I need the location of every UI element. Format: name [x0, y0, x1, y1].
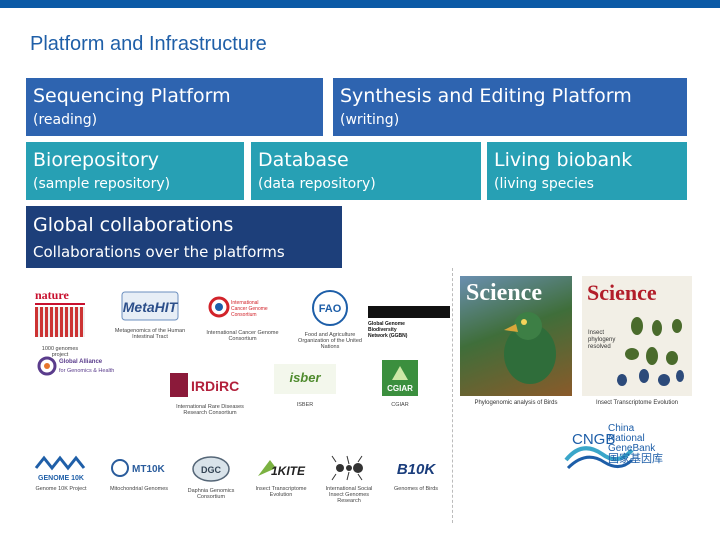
box-subtitle: (living species	[494, 176, 594, 192]
svg-text:for Genomics & Health: for Genomics & Health	[59, 368, 114, 374]
bird-icon	[504, 312, 556, 384]
svg-text:B10K: B10K	[397, 461, 437, 478]
metahit-logo: MetaHIT Metagenomics of the Human Intest…	[110, 290, 190, 350]
science-cover-birds-caption: Phylogenomic analysis of Birds	[474, 400, 558, 406]
isber-logo: isber ISBER	[270, 362, 340, 417]
box-title: Biorepository	[33, 149, 160, 171]
cngb-logo: CNGB China National GeneBank 国家基因库	[562, 420, 712, 480]
collaboration-logos: nature 1000 genomes project MetaHIT Meta…	[20, 270, 450, 530]
box-title: Global collaborations	[33, 214, 234, 236]
box-title: Living biobank	[494, 149, 633, 171]
box-subtitle: (data repository)	[258, 176, 376, 192]
biorepository-box[interactable]: Biorepository (sample repository)	[26, 142, 244, 200]
svg-text:IRDiRC: IRDiRC	[191, 378, 239, 394]
science-cover-insects-caption: Insect Transcriptome Evolution	[595, 400, 679, 406]
slide-title: Platform and Infrastructure	[30, 33, 267, 55]
b10k-logo: B10K Genomes of Birds	[385, 454, 447, 514]
genome10k-icon: GENOME 10K	[34, 455, 86, 482]
svg-text:Global Alliance: Global Alliance	[59, 359, 103, 365]
ga4gh-icon: Global Alliance for Genomics & Health	[37, 356, 114, 376]
cgiar-logo: CGIAR CGIAR	[370, 358, 430, 418]
svg-text:FAO: FAO	[319, 303, 342, 315]
b10k-icon: B10K	[397, 461, 437, 478]
science-cover-insects: Science Insect phylogeny resolved	[582, 276, 692, 396]
svg-text:International: International	[231, 300, 259, 306]
fao-icon: FAO	[312, 290, 348, 326]
ga4gh-logo: Global Alliance for Genomics & Health	[35, 350, 130, 385]
box-subtitle: (sample repository)	[33, 176, 171, 192]
svg-text:DGC: DGC	[201, 465, 222, 475]
ggbn-logo: Global Genome Biodiversity Network (GGBN…	[368, 306, 450, 352]
svg-text:MT10K: MT10K	[132, 464, 166, 475]
isber-icon: isber	[274, 364, 336, 394]
insects-icon	[617, 317, 684, 386]
svg-text:CNGB: CNGB	[572, 431, 615, 448]
irdirc-icon: IRDiRC	[170, 373, 239, 397]
cgiar-icon: CGIAR	[382, 360, 418, 396]
box-subtitle: (writing)	[340, 112, 400, 128]
1kite-logo: 1KITE Insect Transcriptome Evolution	[250, 454, 312, 514]
ant-icon	[331, 455, 363, 481]
box-title: Synthesis and Editing Platform	[340, 85, 632, 107]
daphnia-icon: DGC	[192, 456, 230, 482]
cngb-wave-icon: CNGB	[564, 431, 634, 470]
box-title: Sequencing Platform	[33, 85, 231, 107]
nature-logo: nature 1000 genomes project	[35, 288, 85, 368]
icgc-icon: International Cancer Genome Consortium	[208, 296, 268, 318]
svg-text:GENOME 10K: GENOME 10K	[38, 475, 84, 482]
database-box[interactable]: Database (data repository)	[251, 142, 481, 200]
svg-text:CGIAR: CGIAR	[387, 384, 413, 393]
section-divider	[452, 268, 453, 523]
irdirc-logo: IRDiRC International Rare Diseases Resea…	[165, 370, 255, 425]
svg-text:isber: isber	[289, 370, 321, 385]
genome10k-logo: GENOME 10K Genome 10K Project	[30, 452, 92, 512]
global-collaborations-box[interactable]: Global collaborations Collaborations ove…	[26, 206, 342, 268]
icgc-logo: International Cancer Genome Consortium I…	[205, 294, 280, 349]
cngb-line: China	[608, 423, 635, 434]
living-biobank-box[interactable]: Living biobank (living species	[487, 142, 687, 200]
mt10k-icon: MT10K	[111, 459, 166, 477]
cngb-line: GeneBank	[608, 443, 656, 454]
cngb-line: National	[608, 433, 645, 444]
svg-text:Cancer Genome: Cancer Genome	[231, 306, 268, 312]
svg-text:1KITE: 1KITE	[271, 464, 306, 478]
svg-text:MetaHIT: MetaHIT	[123, 299, 179, 315]
metahit-icon: MetaHIT	[121, 291, 179, 321]
box-title: Database	[258, 149, 349, 171]
1kite-icon: 1KITE	[258, 460, 306, 478]
mt10k-logo: MT10K Mitochondrial Genomes	[108, 454, 170, 514]
daphnia-logo: DGC Daphnia Genomics Consortium	[180, 454, 242, 518]
synthesis-editing-platform-box[interactable]: Synthesis and Editing Platform (writing)	[333, 78, 687, 136]
social-insect-logo: International Social Insect Genomes Rese…	[318, 454, 380, 518]
science-cover-birds: Science	[460, 276, 572, 396]
svg-text:Consortium: Consortium	[231, 312, 257, 318]
box-subtitle: (reading)	[33, 112, 98, 128]
cngb-line: 国家基因库	[608, 453, 663, 465]
sequencing-platform-box[interactable]: Sequencing Platform (reading)	[26, 78, 323, 136]
box-subtitle: Collaborations over the platforms	[33, 243, 285, 261]
fao-logo: FAO Food and Agriculture Organization of…	[295, 288, 365, 353]
top-accent-bar	[0, 0, 720, 8]
